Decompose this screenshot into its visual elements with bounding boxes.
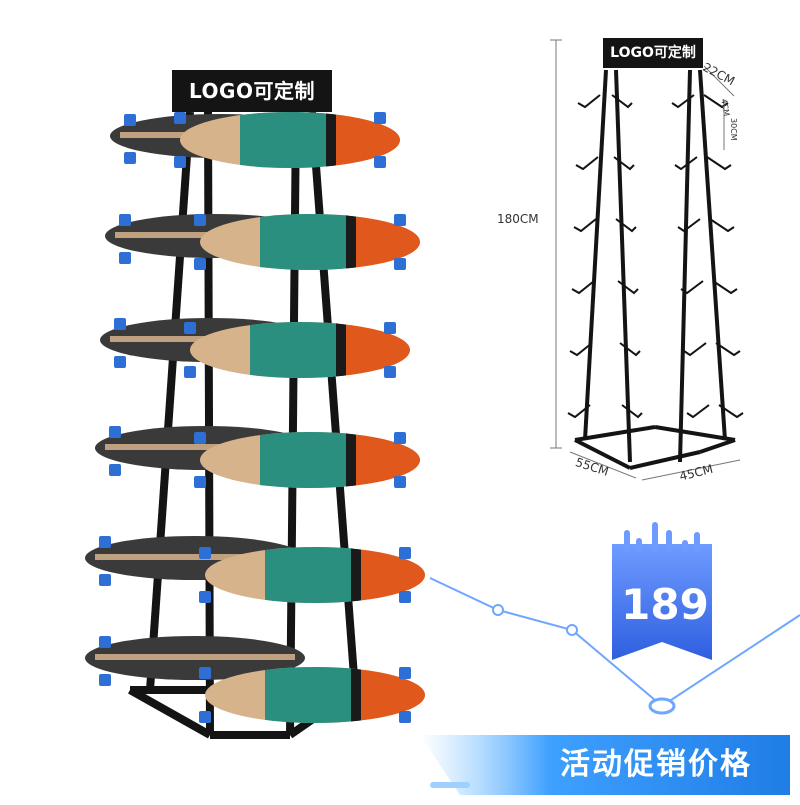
rack-hook bbox=[615, 218, 637, 233]
skateboard-wheel bbox=[109, 464, 121, 476]
rack-line-drawing bbox=[574, 69, 736, 470]
skateboard-front bbox=[200, 214, 420, 270]
skateboard-wheel bbox=[374, 112, 386, 124]
logo-sign-small: LOGO可定制 bbox=[603, 38, 703, 68]
dimension-height: 180CM bbox=[497, 212, 539, 226]
rack-hook bbox=[712, 280, 738, 295]
rack-hook bbox=[571, 280, 595, 295]
skateboard-wheel bbox=[399, 711, 411, 723]
skateboard-wheel bbox=[399, 591, 411, 603]
skateboard-wheel bbox=[184, 322, 196, 334]
skateboard-wheel bbox=[199, 667, 211, 679]
dimension-hook-length: 30CM bbox=[729, 118, 738, 141]
skateboard-stripe bbox=[95, 554, 295, 560]
rack-hook bbox=[577, 94, 601, 109]
skateboard-wheel bbox=[194, 476, 206, 488]
skateboard-wheel bbox=[184, 366, 196, 378]
rack-hook bbox=[569, 342, 593, 357]
logo-sign: LOGO可定制 bbox=[172, 70, 332, 112]
decorative-connector bbox=[429, 577, 800, 715]
rack-hook bbox=[575, 156, 599, 171]
rack-hook bbox=[715, 342, 741, 357]
skateboard-wheel bbox=[124, 114, 136, 126]
rack-hook bbox=[703, 94, 729, 109]
rack-hook bbox=[613, 156, 635, 171]
skateboard-wheel bbox=[394, 258, 406, 270]
rack-hooks bbox=[567, 94, 744, 419]
rack-hook bbox=[567, 404, 591, 419]
price-badge-shape bbox=[612, 522, 712, 660]
skateboard-wheel bbox=[374, 156, 386, 168]
skateboard-wheel bbox=[99, 674, 111, 686]
rack-hook bbox=[621, 404, 643, 419]
skateboard-wheel bbox=[394, 432, 406, 444]
skateboard-wheel bbox=[399, 667, 411, 679]
skateboard-stripe bbox=[95, 654, 295, 660]
dimension-lines bbox=[550, 39, 741, 481]
rack-hook bbox=[706, 156, 732, 171]
skateboard-wheel bbox=[114, 318, 126, 330]
rack-hook bbox=[619, 342, 641, 357]
rack-hook bbox=[709, 218, 735, 233]
skateboard-front bbox=[190, 322, 410, 378]
skateboard-wheel bbox=[194, 214, 206, 226]
rack-hook bbox=[573, 218, 597, 233]
promo-text: 活动促销价格 bbox=[560, 747, 752, 782]
skateboard-wheel bbox=[119, 214, 131, 226]
price-text: 189 bbox=[621, 580, 709, 629]
rack-hook bbox=[611, 94, 633, 109]
skateboard-wheel bbox=[199, 547, 211, 559]
skateboard-wheel bbox=[399, 547, 411, 559]
skateboard-stripe bbox=[105, 444, 305, 450]
skateboard-wheel bbox=[394, 476, 406, 488]
rack-hook bbox=[686, 404, 710, 419]
skateboard-wheel bbox=[199, 591, 211, 603]
skateboard-wheel bbox=[194, 258, 206, 270]
rack-hook bbox=[671, 94, 695, 109]
rack-hook bbox=[674, 156, 698, 171]
rack-hook bbox=[718, 404, 744, 419]
skateboard-wheel bbox=[109, 426, 121, 438]
skateboard-wheel bbox=[174, 156, 186, 168]
skateboard-wheel bbox=[384, 322, 396, 334]
skateboard-wheel bbox=[124, 152, 136, 164]
skateboard-wheel bbox=[119, 252, 131, 264]
rack-hook bbox=[680, 280, 704, 295]
skateboard-wheel bbox=[194, 432, 206, 444]
skateboard-wheel bbox=[99, 574, 111, 586]
rack-hook bbox=[617, 280, 639, 295]
skateboard-wheel bbox=[174, 112, 186, 124]
skateboard-wheel bbox=[384, 366, 396, 378]
skateboards bbox=[85, 112, 425, 723]
skateboard-front bbox=[205, 667, 425, 723]
skateboard-wheel bbox=[114, 356, 126, 368]
rack-hook bbox=[677, 218, 701, 233]
skateboard-wheel bbox=[99, 536, 111, 548]
skateboard-wheel bbox=[199, 711, 211, 723]
rack-hook bbox=[683, 342, 707, 357]
skateboard-wheel bbox=[99, 636, 111, 648]
skateboard-wheel bbox=[394, 214, 406, 226]
promo-banner bbox=[420, 735, 790, 795]
